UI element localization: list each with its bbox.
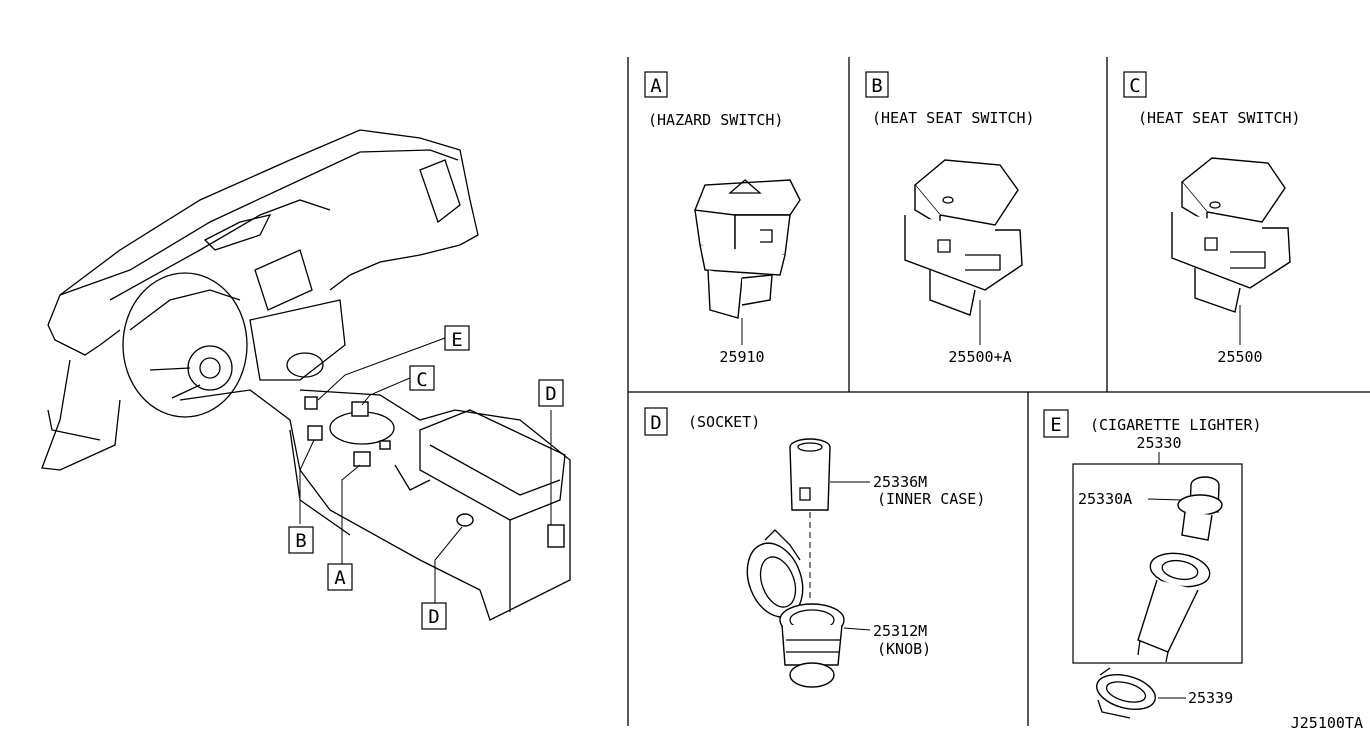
section-a-part: 25910 — [719, 348, 764, 366]
section-a-title: (HAZARD SWITCH) — [648, 111, 783, 129]
section-b: B (HEAT SEAT SWITCH) 25500+A — [865, 71, 1035, 366]
dashboard-overview — [41, 129, 571, 621]
section-d-title: (SOCKET) — [688, 413, 760, 431]
callout-c: C — [409, 365, 435, 391]
callout-b: B — [288, 526, 314, 554]
section-d-part-2-number: 25312M — [873, 622, 927, 640]
section-a: A (HAZARD SWITCH) 25910 — [644, 71, 801, 366]
section-d-part-2-desc: (KNOB) — [877, 640, 931, 658]
callout-d-right: D — [538, 379, 564, 407]
section-c-part: 25500 — [1217, 348, 1262, 366]
callout-d-bottom: D — [421, 602, 447, 630]
section-a-letter: A — [650, 75, 662, 97]
section-grid — [627, 57, 1370, 726]
section-b-title: (HEAT SEAT SWITCH) — [872, 109, 1035, 127]
section-d-part-1-desc: (INNER CASE) — [877, 490, 985, 508]
section-c-letter: C — [1129, 75, 1140, 97]
section-e-part-2-number: 25339 — [1188, 689, 1233, 707]
svg-text:D: D — [428, 606, 439, 628]
section-e-assembly: 25330 — [1136, 434, 1181, 452]
diagram-id: J25100TA — [1291, 714, 1363, 732]
section-d: D (SOCKET) 25336M (INNER CASE) 25312M (K… — [644, 407, 985, 688]
section-c: C (HEAT SEAT SWITCH) 25500 — [1123, 71, 1301, 366]
section-c-title: (HEAT SEAT SWITCH) — [1138, 109, 1301, 127]
callout-e: E — [444, 325, 470, 351]
section-b-letter: B — [871, 75, 882, 97]
svg-text:B: B — [295, 530, 306, 552]
svg-text:C: C — [416, 369, 427, 391]
section-b-part: 25500+A — [948, 348, 1011, 366]
section-d-letter: D — [650, 412, 661, 434]
section-e: E (CIGARETTE LIGHTER) 25330 25330A 25339 — [1043, 409, 1262, 719]
section-e-part-1-number: 25330A — [1078, 490, 1132, 508]
svg-text:E: E — [451, 329, 462, 351]
section-e-title: (CIGARETTE LIGHTER) — [1090, 416, 1262, 434]
callout-a: A — [327, 563, 353, 591]
svg-text:A: A — [334, 567, 346, 589]
svg-text:D: D — [545, 383, 556, 405]
section-d-part-1-number: 25336M — [873, 473, 927, 491]
section-e-letter: E — [1050, 414, 1061, 436]
